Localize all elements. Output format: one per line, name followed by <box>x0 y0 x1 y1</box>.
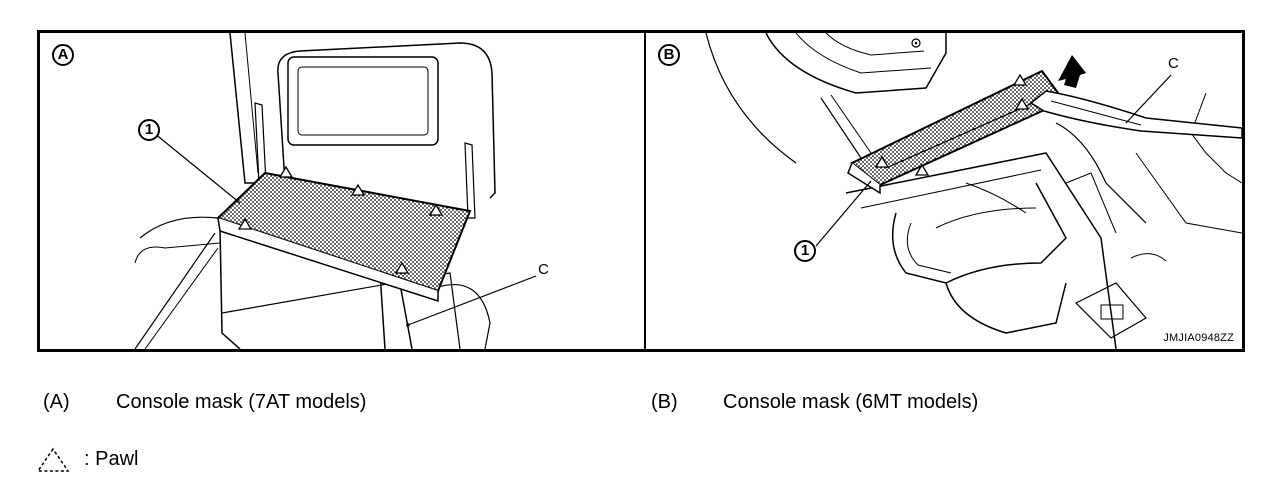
panel-a-callout-letter: C <box>538 261 549 278</box>
caption-a-text: Console mask (7AT models) <box>116 391 367 413</box>
panel-a-callout-number: 1 <box>138 119 160 141</box>
panel-b: B 1 C JMJIA0948ZZ <box>646 33 1242 349</box>
panel-b-callout-number: 1 <box>794 240 816 262</box>
dashed-triangle-icon <box>36 447 70 472</box>
panel-a-illustration <box>134 33 537 349</box>
figure-id: JMJIA0948ZZ <box>1163 332 1234 344</box>
caption-b-key: (B) <box>651 391 678 413</box>
caption-a-key: (A) <box>43 391 70 413</box>
panel-a: A 1 C <box>40 33 644 349</box>
caption-b-text: Console mask (6MT models) <box>723 391 979 413</box>
legend-text: : Pawl <box>84 448 139 470</box>
panel-a-badge: A <box>52 44 74 66</box>
panel-b-callout-letter: C <box>1168 55 1179 72</box>
illustration-frame: A 1 C <box>37 30 1245 352</box>
panel-divider <box>644 33 646 349</box>
panel-b-illustration <box>705 33 1242 349</box>
panel-b-badge: B <box>658 44 680 66</box>
